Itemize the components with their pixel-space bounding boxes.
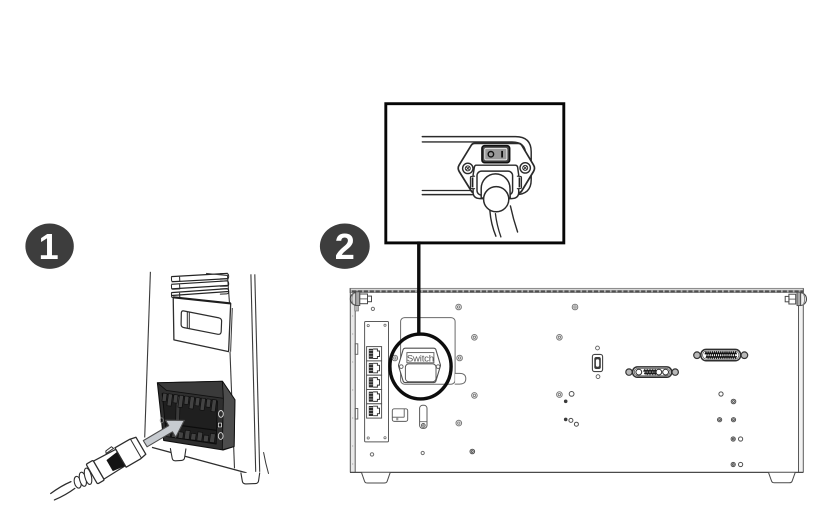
svg-text:Switch: Switch xyxy=(407,353,434,364)
svg-text:1: 1 xyxy=(39,226,59,267)
svg-text:2: 2 xyxy=(335,226,355,267)
